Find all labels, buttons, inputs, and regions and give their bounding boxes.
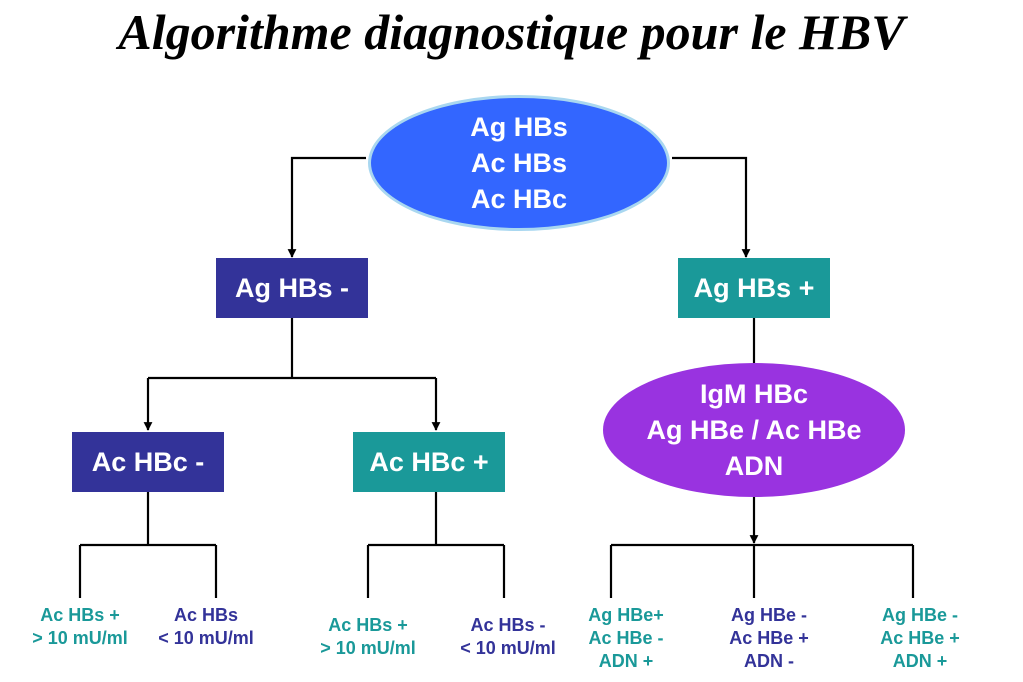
igm-ellipse: IgM HBc Ag HBe / Ac HBe ADN [603, 363, 905, 497]
connector-root-left [287, 156, 366, 258]
igm-line-2: Ag HBe / Ac HBe [646, 415, 862, 445]
connector-root-right [672, 156, 751, 258]
leaf-line: Ac HBs + [40, 605, 120, 625]
root-line-2: Ac HBs [470, 148, 568, 178]
leaf-line: Ag HBe - [882, 605, 958, 625]
root-line-1: Ag HBs [470, 112, 568, 142]
igm-line-1: IgM HBc [700, 379, 808, 409]
leaf-line: > 10 mU/ml [320, 638, 416, 658]
connector-achc-pos-tree [366, 492, 506, 598]
leaf-line: ADN - [744, 651, 794, 671]
leaf-achbs-neg-2: Ac HBs - < 10 mU/ml [446, 614, 570, 660]
leaf-line: < 10 mU/ml [460, 638, 556, 658]
ag-hbs-negative-label: Ag HBs - [235, 272, 349, 303]
leaf-line: ADN + [598, 651, 654, 671]
leaf-aghbe-neg-adn-pos: Ag HBe - Ac HBe + ADN + [862, 604, 978, 673]
leaf-line: Ac HBe - [588, 628, 664, 648]
ag-hbs-positive-label: Ag HBs + [693, 272, 815, 303]
leaf-line: Ac HBs [173, 605, 239, 625]
leaf-achbs-low-1: Ac HBs < 10 mU/ml [144, 604, 268, 650]
connector-achc-neg-tree [78, 492, 218, 598]
diagram-title: Algorithme diagnostique pour le HBV [118, 4, 905, 60]
ac-hbc-negative-box: Ac HBc - [72, 432, 224, 492]
ag-hbs-negative-box: Ag HBs - [216, 258, 368, 318]
ac-hbc-negative-label: Ac HBc - [91, 446, 205, 477]
leaf-line: Ac HBs - [470, 615, 546, 635]
root-ellipse: Ag HBs Ac HBs Ac HBc [368, 95, 670, 231]
leaf-achbs-pos-1: Ac HBs + > 10 mU/ml [10, 604, 150, 650]
leaf-line: ADN + [892, 651, 948, 671]
leaf-line: Ag HBe+ [588, 605, 664, 625]
leaf-line: Ac HBe + [729, 628, 809, 648]
connector-igm-tree [609, 543, 915, 598]
root-line-3: Ac HBc [470, 184, 568, 214]
leaf-line: > 10 mU/ml [32, 628, 128, 648]
ac-hbc-positive-box: Ac HBc + [353, 432, 505, 492]
leaf-aghbe-neg-adn-neg: Ag HBe - Ac HBe + ADN - [711, 604, 827, 673]
leaf-line: < 10 mU/ml [158, 628, 254, 648]
leaf-line: Ac HBe + [880, 628, 960, 648]
igm-line-3: ADN [724, 451, 784, 481]
ac-hbc-positive-label: Ac HBc + [369, 446, 489, 477]
ag-hbs-positive-box: Ag HBs + [678, 258, 830, 318]
leaf-achbs-pos-2: Ac HBs + > 10 mU/ml [298, 614, 438, 660]
leaf-line: Ac HBs + [328, 615, 408, 635]
leaf-aghbe-pos: Ag HBe+ Ac HBe - ADN + [568, 604, 684, 673]
leaf-line: Ag HBe - [731, 605, 807, 625]
